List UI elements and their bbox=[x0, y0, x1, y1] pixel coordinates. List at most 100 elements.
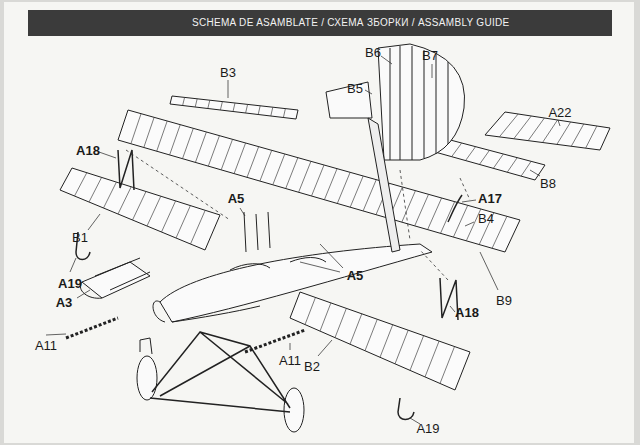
part-number: A11 bbox=[35, 339, 57, 352]
wing-rib bbox=[260, 150, 272, 181]
wing-rib bbox=[380, 325, 393, 358]
wing-rib bbox=[283, 109, 285, 118]
wings bbox=[60, 96, 610, 390]
wing-rib bbox=[350, 314, 362, 344]
leader-line bbox=[46, 334, 66, 335]
part-number: B1 bbox=[72, 231, 88, 244]
wing-rib bbox=[543, 120, 558, 143]
wing-rib bbox=[273, 154, 285, 185]
wing-rib bbox=[514, 116, 532, 139]
wing-rib bbox=[507, 158, 517, 173]
part-number: B5 bbox=[347, 82, 363, 95]
wing-rib bbox=[299, 161, 311, 192]
leader-line bbox=[70, 258, 76, 272]
wing-rib bbox=[312, 165, 325, 196]
wing-rib bbox=[528, 118, 544, 141]
wing-rib bbox=[247, 147, 259, 178]
header-bar bbox=[28, 10, 612, 36]
wing-rib bbox=[425, 341, 439, 377]
wing-rib bbox=[89, 177, 102, 202]
part-number: B9 bbox=[496, 294, 512, 307]
fuselage bbox=[160, 244, 432, 322]
wing-rib bbox=[337, 172, 350, 203]
wing-rib bbox=[492, 216, 507, 248]
wing-rib bbox=[324, 169, 337, 200]
leader-line bbox=[530, 170, 540, 176]
wing-rib bbox=[441, 202, 455, 234]
wing-rib bbox=[147, 196, 161, 226]
wing-rib bbox=[191, 210, 206, 244]
leader-line bbox=[318, 340, 332, 356]
part-number: A18 bbox=[455, 306, 479, 319]
exhaust bbox=[245, 330, 305, 352]
wing-rib bbox=[170, 125, 181, 155]
leader-line bbox=[228, 80, 229, 98]
wing-rib bbox=[183, 97, 185, 105]
leader-line bbox=[240, 208, 245, 216]
wing-rib bbox=[208, 136, 219, 166]
wing-rib bbox=[258, 106, 260, 115]
wheel bbox=[284, 388, 304, 432]
leader-line bbox=[450, 306, 455, 312]
leader-line bbox=[290, 343, 291, 350]
wing-rib bbox=[452, 143, 462, 157]
wing-rib bbox=[234, 143, 246, 174]
leader-line bbox=[365, 90, 372, 94]
interplane-strut bbox=[118, 150, 134, 190]
wing-rib bbox=[557, 122, 571, 144]
nose bbox=[153, 301, 165, 322]
fin bbox=[326, 82, 372, 118]
wing-rib bbox=[286, 158, 298, 189]
part-number: A17 bbox=[478, 192, 502, 205]
part-number: A19 bbox=[416, 422, 439, 435]
leader-lines bbox=[46, 56, 560, 424]
wing-rib bbox=[440, 347, 455, 384]
wheel bbox=[137, 356, 157, 400]
wing-rib bbox=[157, 121, 168, 151]
cockpit bbox=[290, 258, 326, 263]
wing bbox=[60, 168, 220, 250]
wing-rib bbox=[571, 124, 584, 146]
wing-rib bbox=[415, 194, 429, 226]
part-number: A19 bbox=[58, 277, 82, 290]
wing-rib bbox=[144, 117, 154, 147]
wing-rib bbox=[428, 198, 442, 230]
wing-rib bbox=[305, 297, 315, 324]
wing-rib bbox=[183, 128, 194, 158]
part-number: B3 bbox=[220, 66, 236, 79]
leader-line bbox=[462, 200, 476, 202]
part-number: B2 bbox=[304, 360, 320, 373]
paper-sheet bbox=[4, 2, 634, 443]
part-number: A22 bbox=[548, 106, 571, 119]
rudder bbox=[378, 44, 465, 160]
fin-base bbox=[368, 118, 400, 252]
cabane-strut bbox=[244, 212, 270, 252]
part-number: A5 bbox=[228, 192, 245, 205]
wing-rib bbox=[466, 147, 476, 161]
wing-rib bbox=[410, 336, 424, 371]
leader-line bbox=[99, 152, 116, 158]
wing-rib bbox=[131, 114, 141, 144]
wing-rib bbox=[220, 102, 222, 110]
tail-skid bbox=[448, 195, 462, 222]
wing-rib bbox=[363, 180, 376, 211]
leader-line bbox=[480, 252, 498, 290]
wing-rib bbox=[162, 201, 176, 232]
leader-line bbox=[77, 290, 90, 298]
wing-rib bbox=[335, 308, 346, 337]
wing-rib bbox=[499, 114, 518, 137]
wing-rib bbox=[365, 319, 377, 350]
part-number: B7 bbox=[422, 49, 438, 62]
header-title: SCHEMA DE ASAMBLATE / СХЕМА ЗБОРКИ / ASS… bbox=[192, 18, 510, 28]
wing-rib bbox=[195, 99, 197, 107]
part-number: B4 bbox=[478, 212, 494, 225]
wing-rib bbox=[521, 161, 531, 176]
wing-rib bbox=[208, 100, 210, 108]
wing-rib bbox=[75, 173, 87, 196]
wing-rib bbox=[350, 176, 363, 207]
wing-rib bbox=[221, 139, 232, 170]
part-number: A3 bbox=[56, 296, 73, 309]
cockpit bbox=[230, 264, 270, 270]
